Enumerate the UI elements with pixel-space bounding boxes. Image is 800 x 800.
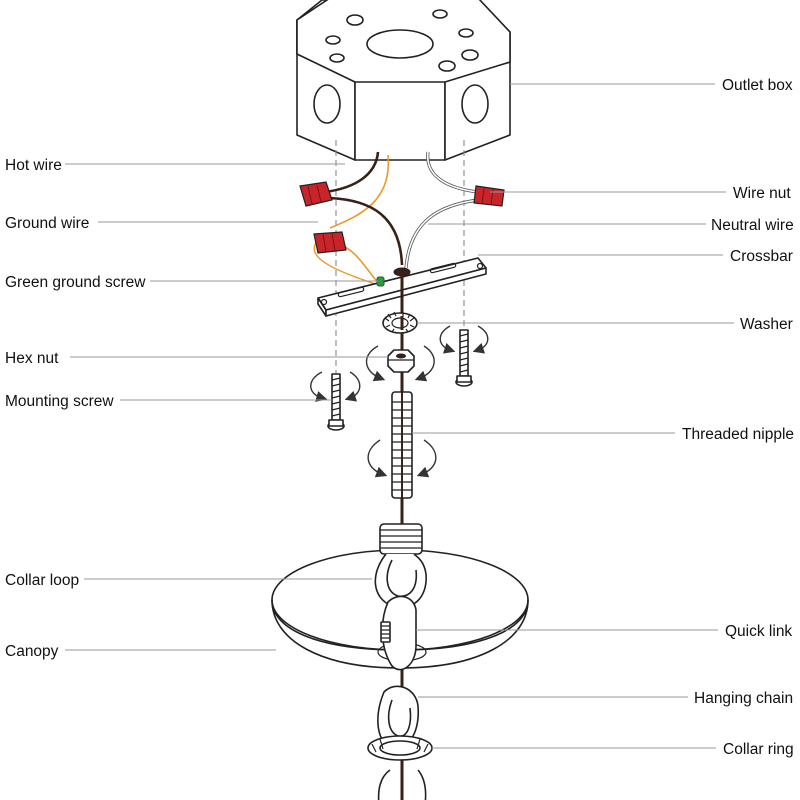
label-hex-nut: Hex nut <box>5 350 59 367</box>
label-canopy: Canopy <box>5 643 59 660</box>
label-collar-ring: Collar ring <box>723 741 794 758</box>
collar-ring <box>367 735 433 761</box>
ground-wire-3 <box>313 239 379 286</box>
collar-loop <box>374 523 427 609</box>
label-outlet-box: Outlet box <box>722 77 793 94</box>
threaded-nipple <box>367 391 437 499</box>
wire-nut-left-bottom <box>313 231 347 254</box>
label-washer: Washer <box>740 316 793 333</box>
label-mounting-screw: Mounting screw <box>5 393 114 410</box>
hot-wire-path-2 <box>329 196 404 266</box>
hex-nut <box>365 345 435 382</box>
label-hot-wire: Hot wire <box>5 157 62 174</box>
labels: Outlet box Hot wire Wire nut Ground wire… <box>5 77 794 758</box>
label-neutral-wire: Neutral wire <box>711 217 794 234</box>
wire-nut-left-top <box>299 181 333 207</box>
hot-wire-path <box>324 151 380 194</box>
label-collar-loop: Collar loop <box>5 572 79 589</box>
washer <box>382 311 418 334</box>
label-threaded-nipple: Threaded nipple <box>682 426 794 443</box>
label-hanging-chain: Hanging chain <box>694 690 793 707</box>
label-wire-nut: Wire nut <box>733 185 791 202</box>
label-ground-wire: Ground wire <box>5 215 89 232</box>
quick-link <box>380 595 417 671</box>
label-quick-link: Quick link <box>725 623 792 640</box>
ground-wire-1 <box>329 154 390 229</box>
leader-lines <box>65 83 734 749</box>
wires <box>313 151 479 286</box>
green-ground-screw <box>376 276 385 287</box>
label-crossbar: Crossbar <box>730 248 793 265</box>
mounting-screw-left <box>310 371 361 431</box>
label-green-ground-screw: Green ground screw <box>5 274 146 291</box>
mounting-screw-right <box>439 325 489 387</box>
hanging-chain <box>377 685 427 800</box>
outlet-box <box>296 0 511 161</box>
alignment-guides <box>335 140 465 395</box>
wire-nut-right <box>473 185 505 207</box>
